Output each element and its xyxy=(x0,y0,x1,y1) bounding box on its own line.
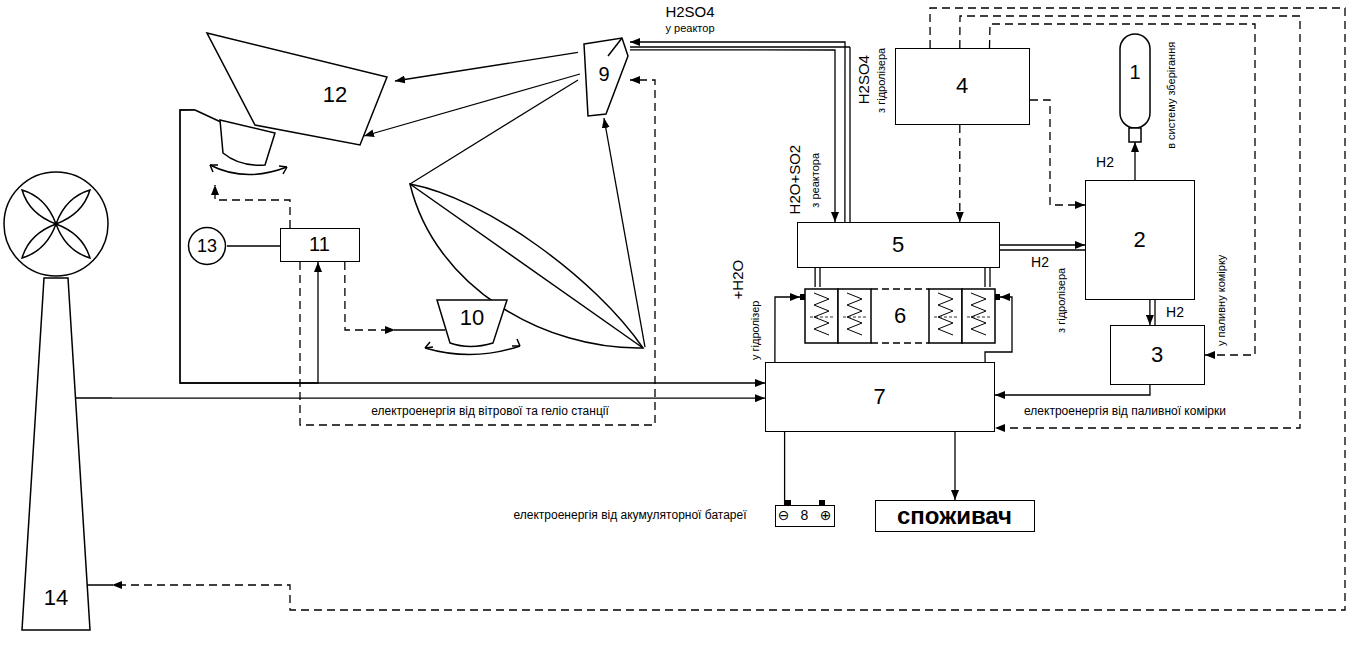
callout-number: 8 xyxy=(801,507,809,523)
connector xyxy=(630,42,845,222)
chemical-formula: +H2O xyxy=(729,260,746,300)
callout-number: 3 xyxy=(1151,342,1163,367)
callout-number: 5 xyxy=(892,232,904,257)
callout-number: 14 xyxy=(44,585,68,610)
callout-number: 4 xyxy=(956,73,968,98)
box-title: споживач xyxy=(897,502,1012,530)
callout-number: 7 xyxy=(873,384,885,409)
solar-receiver: 9 xyxy=(578,36,630,118)
connector xyxy=(112,398,765,399)
connector xyxy=(1000,244,1085,245)
battery: 8 ⊖ ⊕ xyxy=(775,505,835,527)
callout-number: 2 xyxy=(1133,227,1145,252)
flow-note: електроенергія від паливної комірки xyxy=(1024,405,1226,419)
flow-note: з гідролізера xyxy=(1056,267,1069,332)
flow-note: електроенергія від вітрової та геліо ста… xyxy=(371,405,609,419)
connector xyxy=(814,268,815,287)
reactor-block: 5 xyxy=(797,222,1000,268)
power-controller: 7 xyxy=(765,362,995,432)
chemical-formula: H2SO4 xyxy=(855,55,872,104)
control-line xyxy=(345,262,395,330)
callout-number: 6 xyxy=(894,303,906,328)
flow-note: у гідролізер xyxy=(750,300,763,359)
flow-note: в систему зберігання xyxy=(1166,41,1179,148)
terminal-sign: ⊕ xyxy=(820,507,832,523)
control-line xyxy=(112,8,1345,610)
callout-number: 9 xyxy=(598,63,609,86)
pipe xyxy=(1154,300,1155,325)
flow-note: з реактора xyxy=(809,153,822,208)
pipe xyxy=(1000,249,1085,250)
tracking-controller: 11 xyxy=(280,228,360,262)
chemical-formula: H2 xyxy=(1096,154,1114,170)
control-unit: 4 xyxy=(895,48,1030,125)
callout-number: 11 xyxy=(309,233,330,256)
fuel-cell: 3 xyxy=(1110,325,1205,385)
flow-note: у реактор xyxy=(666,22,715,35)
flow-note: з гідролізера xyxy=(876,47,889,112)
hydrogen-tank: 1 xyxy=(1118,32,1152,142)
terminal-sign: ⊖ xyxy=(778,507,790,523)
hydrogen-tank-outline xyxy=(1118,32,1152,142)
storage-unit: 2 xyxy=(1085,180,1195,300)
flow-note: у паливну комірку xyxy=(1216,254,1229,345)
connector xyxy=(227,245,280,246)
connector xyxy=(995,385,1150,395)
control-line xyxy=(215,185,290,228)
hydrolyzer: 6 xyxy=(800,287,1000,345)
pipe xyxy=(849,47,850,222)
callout-number: 1 xyxy=(1129,61,1140,84)
chemical-formula: H2 xyxy=(1166,304,1184,320)
flow-note: електроенергія від акумуляторної батареї xyxy=(513,509,746,523)
connector xyxy=(954,432,955,500)
wind-turbine: 14 xyxy=(0,168,112,633)
connector xyxy=(1149,300,1150,325)
connector xyxy=(1134,142,1135,180)
pipe xyxy=(630,46,850,47)
parabolic-dish: 10 xyxy=(395,178,645,356)
sensor: 13 xyxy=(187,226,227,266)
wind-turbine-outline xyxy=(0,168,112,633)
callout-number: 12 xyxy=(323,82,347,107)
chemical-formula: H2O+SO2 xyxy=(786,145,803,215)
chemical-formula: H2SO4 xyxy=(665,3,714,20)
pipe xyxy=(989,268,990,287)
connector xyxy=(630,50,835,222)
callout-number: 13 xyxy=(197,236,217,257)
connector xyxy=(180,110,765,383)
light-ray xyxy=(410,80,578,184)
control-line xyxy=(1030,100,1085,205)
connector xyxy=(395,52,578,81)
callout-number: 10 xyxy=(460,305,484,330)
parabolic-dish-outline xyxy=(395,178,645,356)
light-ray xyxy=(364,74,580,136)
pipe xyxy=(984,268,985,287)
chemical-formula: H2 xyxy=(1031,254,1049,270)
solar-panel: 12 xyxy=(195,25,395,185)
pipe xyxy=(819,268,820,287)
control-line xyxy=(959,125,960,222)
connector xyxy=(775,297,800,362)
consumer-box: споживач xyxy=(875,500,1035,532)
solar-panel-outline xyxy=(195,25,395,185)
